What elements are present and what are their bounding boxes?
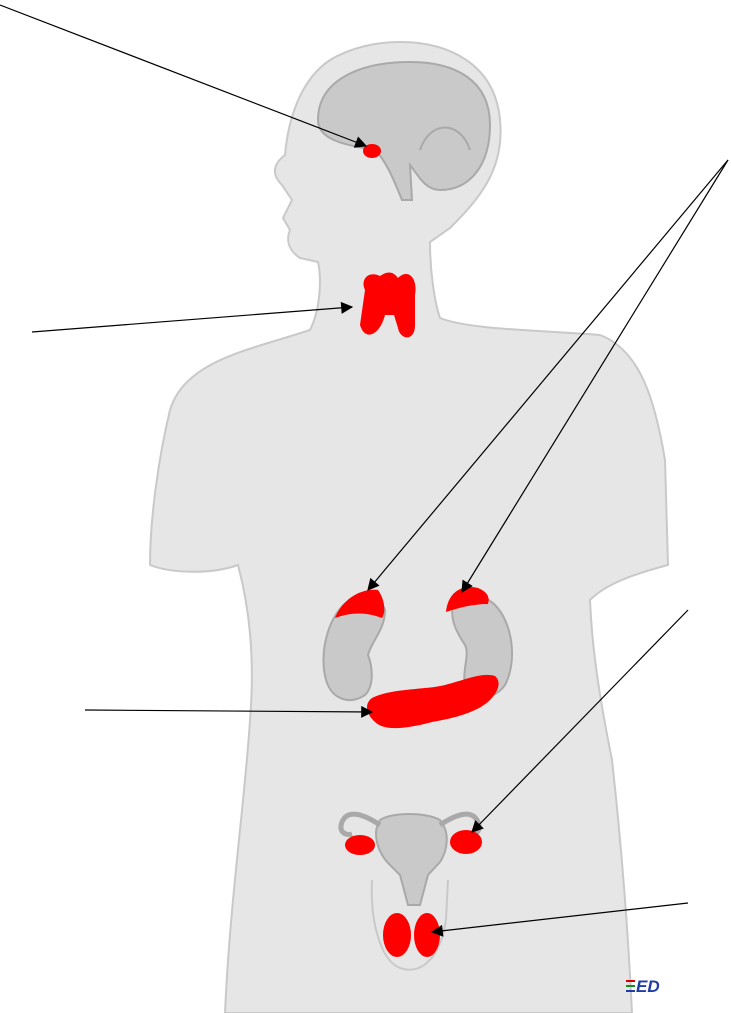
arrow-pituitary (0, 5, 366, 146)
logo-text: ED (636, 977, 660, 996)
arrow-thyroid (32, 307, 352, 332)
right-testis (414, 913, 440, 957)
left-testis (383, 913, 411, 957)
right-ovary (450, 830, 482, 854)
left-ovary (345, 835, 375, 855)
